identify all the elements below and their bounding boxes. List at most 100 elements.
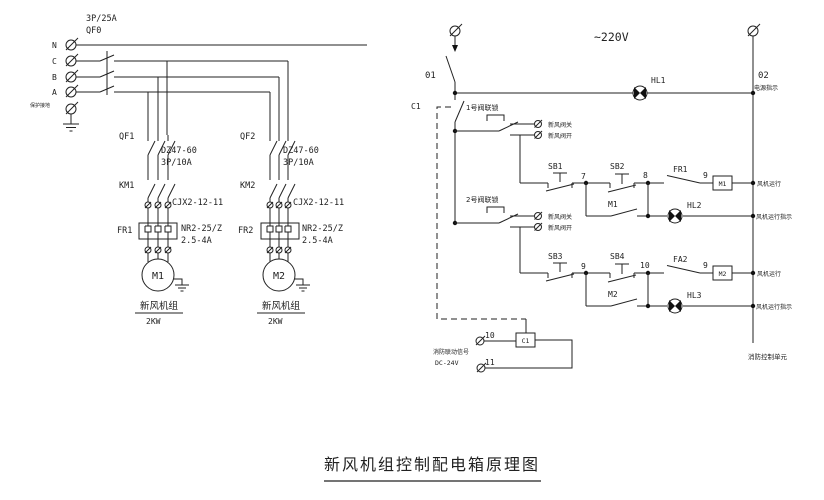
sb3-stop-button	[545, 262, 575, 282]
qf0-switch-symbol	[99, 51, 115, 95]
sb1-label: SB1	[548, 162, 563, 171]
starter-row-2	[520, 262, 756, 314]
fr1-model-label: NR2-25/Z	[181, 224, 222, 234]
fr1-label: FR1	[117, 226, 132, 236]
sb2-label: SB2	[610, 162, 625, 171]
motor-m2-earth	[295, 278, 310, 292]
interlock2-label: 2号阀联锁	[466, 195, 498, 204]
phase-b-label: B	[52, 73, 57, 82]
qf2-breaker-symbol	[269, 140, 296, 156]
node9c-label: 9	[703, 261, 708, 270]
qf1-breaker-symbol	[147, 140, 176, 156]
km1-label: KM1	[119, 181, 134, 191]
fr2-range-label: 2.5-4A	[302, 236, 333, 246]
fr2-terminals	[266, 246, 292, 254]
qf2-rating-label: 3P/10A	[283, 158, 314, 168]
interlock2-open-label: 新风阀开	[548, 224, 572, 232]
motor-m1-symbol	[141, 258, 175, 292]
node7-label: 7	[581, 172, 586, 181]
m1-latch-label: M1	[608, 200, 618, 209]
motor-branch-2	[257, 135, 310, 314]
motor2-label: M2	[273, 271, 285, 282]
fr1-nc-contact	[666, 175, 701, 184]
km1-terminals	[144, 201, 172, 209]
fire-dashed-link	[436, 106, 526, 320]
hl2-label: HL2	[687, 201, 702, 210]
m2-coil-box	[712, 265, 733, 281]
motor-m2-symbol	[262, 258, 296, 292]
phase-n-label: N	[52, 41, 57, 50]
sb4-label: SB4	[610, 252, 625, 261]
fire-voltage-label: DC-24V	[435, 359, 459, 367]
fr2-label: FR2	[238, 226, 253, 236]
hl3-lamp-icon	[667, 298, 683, 314]
fr1-contact-label: FR1	[673, 165, 688, 174]
m2-latch-contact	[610, 298, 638, 307]
km2-model-label: CJX2-12-11	[293, 198, 344, 208]
terminal10-label: 10	[485, 331, 495, 340]
node9-label: 9	[703, 171, 708, 180]
m1-coil-box	[712, 175, 733, 191]
hl2-lamp-icon	[667, 208, 683, 224]
fr1-terminals	[144, 246, 172, 254]
fire-signal-label: 消防联动信号	[433, 348, 469, 356]
m2-latch-label: M2	[608, 290, 618, 299]
km1-model-label: CJX2-12-11	[172, 198, 223, 208]
interlock1-label: 1号阀联锁	[466, 103, 498, 112]
m2-coil-label: M2	[719, 270, 727, 278]
voltage-label: ~220V	[594, 30, 629, 44]
wire02-label: 02	[758, 71, 769, 81]
interlock2-blade	[498, 213, 519, 224]
node9b-label: 9	[581, 262, 586, 271]
interlock1-close-label: 新风阀关	[548, 121, 572, 129]
isolator-blade	[445, 55, 456, 83]
hl3-label: HL3	[687, 291, 702, 300]
interlock1-open-label: 新风阀开	[548, 132, 572, 140]
motor-m1-earth	[174, 278, 189, 292]
sb2-start-button	[607, 173, 637, 193]
c1-relay-label: C1	[522, 337, 530, 345]
run1-label: 风机运行	[757, 180, 781, 188]
drawing-title: 新风机组控制配电箱原理图	[324, 455, 540, 474]
km2-label: KM2	[240, 181, 255, 191]
motor2-name-label: 新风机组	[262, 300, 301, 312]
sb3-label: SB3	[548, 252, 563, 261]
interlock2-close-label: 新风阀关	[548, 213, 572, 221]
m1-coil-label: M1	[719, 180, 727, 188]
motor1-name-label: 新风机组	[140, 300, 179, 312]
isolator-arrow	[452, 45, 458, 52]
c1-contact-label: C1	[411, 102, 421, 111]
run1-ind-label: 风机运行指示	[756, 213, 792, 221]
fr2-overload-symbol	[260, 222, 300, 240]
interlock1-operator	[486, 114, 505, 121]
left-rail	[445, 36, 465, 223]
interlock2-operator	[486, 206, 505, 213]
sb4-start-button	[607, 263, 637, 283]
phase-a-label: A	[52, 88, 57, 97]
m1-latch-contact	[610, 208, 638, 217]
hl1-row	[452, 85, 756, 101]
fa2-contact-label: FA2	[673, 255, 688, 264]
control-section	[436, 23, 761, 373]
hl1-label: HL1	[651, 76, 666, 85]
motor1-power-label: 2KW	[146, 317, 161, 326]
fr1-overload-symbol	[138, 222, 178, 240]
earth-symbol	[63, 101, 79, 132]
power-indication-label: 电源指示	[754, 84, 778, 92]
labels: 3P/25A QF0 N C B A 保护接地 QF1 DZ47-60 3P/1…	[30, 14, 792, 482]
wire01-label: 01	[425, 71, 436, 81]
motor2-power-label: 2KW	[268, 317, 283, 326]
motor-branch-1	[135, 135, 189, 314]
c1-fire-contact-blade	[454, 100, 465, 123]
km2-contactor-symbol	[269, 183, 296, 199]
pe-label: 保护接地	[30, 102, 50, 109]
node10-label: 10	[640, 261, 650, 270]
km1-contactor-symbol	[147, 183, 176, 199]
sb1-stop-button	[545, 172, 575, 192]
run2-ind-label: 风机运行指示	[756, 303, 792, 311]
km2-terminals	[266, 201, 292, 209]
node8-label: 8	[643, 171, 648, 180]
main-breaker-rating-label: 3P/25A	[86, 14, 117, 24]
